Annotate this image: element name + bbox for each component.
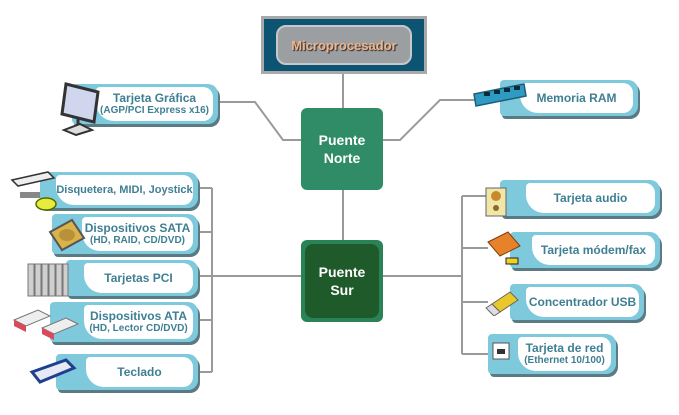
monitor-icon bbox=[60, 82, 100, 136]
device-title: Tarjeta audio bbox=[553, 191, 628, 205]
graphics-link bbox=[215, 101, 301, 141]
device-subtitle: (HD, Lector CD/DVD) bbox=[89, 323, 188, 334]
device-title: Dispositivos SATA bbox=[84, 221, 191, 235]
device-title: Concentrador USB bbox=[528, 295, 637, 309]
device-modem-fax: Tarjeta módem/fax bbox=[510, 232, 660, 268]
hard-disk-icon bbox=[48, 218, 86, 252]
north-bridge-label-2: Norte bbox=[323, 150, 361, 166]
modem-icon bbox=[487, 231, 521, 265]
south-bridge-label-1: Puente bbox=[318, 264, 366, 280]
device-title: Tarjetas PCI bbox=[104, 271, 173, 285]
device-sata: Dispositivos SATA(HD, RAID, CD/DVD) bbox=[52, 214, 198, 254]
ram-link bbox=[383, 99, 478, 141]
device-pci: Tarjetas PCI bbox=[66, 260, 198, 296]
device-subtitle: (AGP/PCI Express x16) bbox=[100, 105, 209, 116]
device-title: Dispositivos ATA bbox=[89, 309, 188, 323]
device-subtitle: (HD, RAID, CD/DVD) bbox=[90, 235, 185, 246]
device-audio: Tarjeta audio bbox=[500, 180, 660, 216]
device-title: Tarjeta módem/fax bbox=[540, 243, 647, 257]
device-subtitle: (Ethernet 10/100) bbox=[524, 355, 605, 366]
device-floppy-midi-joystick: Disquetera, MIDI, Joystick bbox=[40, 172, 198, 208]
usb-drive-icon bbox=[485, 291, 519, 316]
device-usb-hub: Concentrador USB bbox=[510, 284, 644, 320]
network-port-icon bbox=[492, 342, 510, 360]
microprocessor-node: Microprocesador bbox=[261, 16, 427, 74]
device-keyboard: Teclado bbox=[56, 354, 198, 390]
device-title: Tarjeta Gráfica bbox=[112, 91, 197, 105]
south-bridge-label-2: Sur bbox=[330, 282, 354, 298]
keyboard-joystick-icon bbox=[10, 171, 57, 211]
device-title: Memoria RAM bbox=[536, 91, 617, 105]
optical-drive-icon bbox=[12, 309, 80, 340]
keyboard-icon bbox=[29, 358, 77, 384]
device-ata: Dispositivos ATA(HD, Lector CD/DVD) bbox=[50, 302, 198, 342]
microprocessor-label: Microprocesador bbox=[276, 25, 412, 65]
north-bridge-label-1: Puente bbox=[318, 132, 366, 148]
device-title: Disquetera, MIDI, Joystick bbox=[56, 184, 193, 196]
device-title: Tarjeta de red bbox=[525, 341, 604, 355]
speaker-icon bbox=[485, 187, 507, 217]
pci-slots-icon bbox=[27, 263, 69, 297]
ram-module-icon bbox=[473, 83, 527, 107]
device-title: Teclado bbox=[117, 365, 162, 379]
